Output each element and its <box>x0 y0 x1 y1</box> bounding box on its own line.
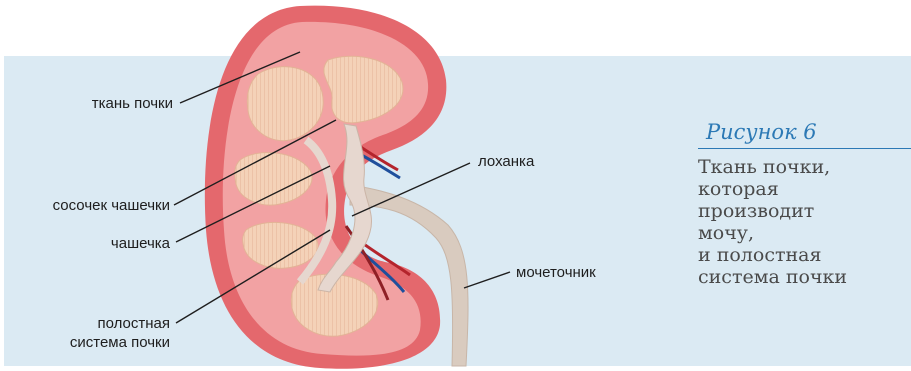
caption-line: и полостная <box>698 244 847 266</box>
label-renal-pelvis: лоханка <box>478 152 534 171</box>
caption-line: производит <box>698 200 847 222</box>
figure-title: Рисунок 6 <box>706 120 817 144</box>
figure-title-separator <box>698 148 911 149</box>
label-calyx: чашечка <box>20 234 170 253</box>
label-cavity-line2: система почки <box>20 333 170 352</box>
label-ureter: мочеточник <box>516 263 596 282</box>
figure-caption: Ткань почки, которая производит мочу, и … <box>698 156 847 288</box>
caption-line: мочу, <box>698 222 847 244</box>
label-cavity-line1: полостная <box>20 314 170 333</box>
caption-line: система почки <box>698 266 847 288</box>
label-calyx-papilla: сосочек чашечки <box>8 196 170 215</box>
label-kidney-tissue: ткань почки <box>20 94 173 113</box>
caption-line: которая <box>698 178 847 200</box>
caption-line: Ткань почки, <box>698 156 847 178</box>
